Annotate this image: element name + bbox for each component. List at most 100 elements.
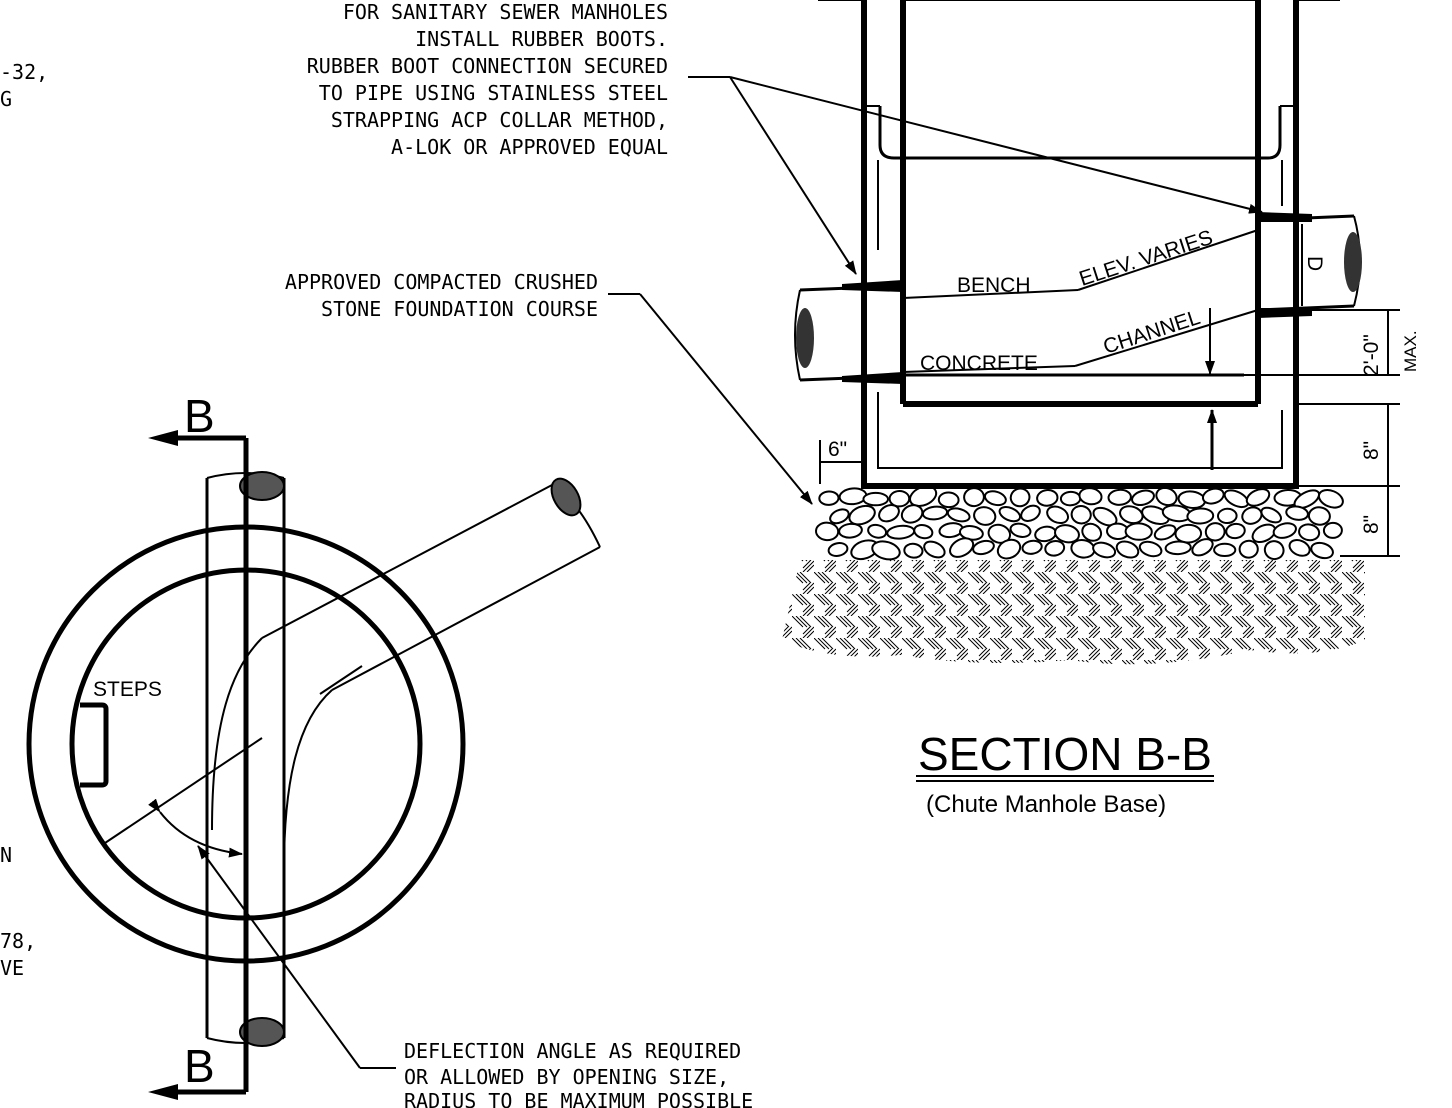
stone bbox=[1298, 523, 1321, 542]
stone bbox=[972, 539, 995, 556]
edge-note-3: N bbox=[0, 843, 12, 867]
rubber-boot-note-line-1: FOR SANITARY SEWER MANHOLES bbox=[343, 0, 668, 24]
stone bbox=[973, 506, 997, 526]
stone bbox=[1288, 539, 1311, 557]
stone bbox=[923, 540, 946, 559]
stone bbox=[878, 504, 900, 523]
stone bbox=[1272, 522, 1297, 539]
deflection-angle-arc bbox=[148, 798, 243, 858]
stone bbox=[1009, 522, 1032, 538]
deflection-note-line-2: OR ALLOWED BY OPENING SIZE, bbox=[404, 1065, 729, 1089]
stone bbox=[1124, 522, 1153, 541]
stone bbox=[1204, 522, 1226, 542]
native-soil-hatch bbox=[782, 560, 1365, 665]
stone bbox=[815, 521, 840, 542]
plan-view: STEPS B B bbox=[26, 390, 601, 1100]
stone bbox=[1092, 506, 1118, 527]
edge-note-4: 78, bbox=[0, 929, 36, 953]
stone bbox=[867, 523, 888, 539]
stone bbox=[946, 507, 971, 523]
stone bbox=[983, 490, 1007, 507]
bench-label: BENCH bbox=[957, 274, 1031, 297]
steps-label: STEPS bbox=[93, 678, 162, 701]
rubber-boot-note-line-6: A-LOK OR APPROVED EQUAL bbox=[391, 135, 668, 159]
clipped-left-notes: -32, G N 78, VE bbox=[0, 60, 48, 980]
right-dimensions bbox=[1244, 309, 1400, 557]
stone bbox=[827, 542, 849, 557]
foundation-note-line-1: APPROVED COMPACTED CRUSHED bbox=[285, 270, 598, 294]
stone bbox=[1070, 504, 1092, 525]
slab-thickness-label: 8" bbox=[1360, 441, 1383, 460]
pipe-end-hatch-top bbox=[239, 471, 285, 501]
stone bbox=[1119, 505, 1144, 525]
stone bbox=[987, 523, 1012, 544]
max-word-label: MAX. bbox=[1401, 330, 1420, 372]
stone bbox=[996, 538, 1022, 560]
channel-label: CHANNEL bbox=[1100, 306, 1203, 359]
stone bbox=[1238, 539, 1259, 559]
rubber-boot-note-line-4: TO PIPE USING STAINLESS STEEL bbox=[319, 81, 668, 105]
rubber-boot-note-line-2: INSTALL RUBBER BOOTS. bbox=[415, 27, 668, 51]
deflection-note-line-1: DEFLECTION ANGLE AS REQUIRED bbox=[404, 1039, 741, 1063]
stone bbox=[949, 537, 975, 558]
stone bbox=[937, 491, 960, 509]
foundation-note: APPROVED COMPACTED CRUSHED STONE FOUNDAT… bbox=[285, 270, 598, 321]
stone bbox=[1225, 522, 1246, 540]
stone bbox=[1285, 505, 1309, 521]
bench-channel bbox=[902, 229, 1259, 377]
stone bbox=[1245, 488, 1271, 507]
stone bbox=[1322, 521, 1343, 539]
stone bbox=[1307, 506, 1331, 526]
stone bbox=[1107, 488, 1132, 506]
stone bbox=[862, 491, 890, 507]
stone bbox=[903, 542, 924, 559]
deflection-note-line-3: RADIUS TO BE MAXIMUM POSSIBLE bbox=[404, 1089, 753, 1108]
max-depth-dim-label: 2'-0" bbox=[1360, 334, 1383, 376]
stone bbox=[913, 524, 934, 540]
foundation-note-line-2: STONE FOUNDATION COURSE bbox=[321, 297, 598, 321]
edge-note-5: VE bbox=[0, 956, 24, 980]
inlet-pipe-right bbox=[1257, 212, 1362, 318]
stone bbox=[1201, 487, 1225, 505]
section-cut-line bbox=[148, 430, 249, 1100]
angled-pipe bbox=[101, 477, 601, 871]
stone bbox=[818, 490, 840, 506]
rubber-boot-note: FOR SANITARY SEWER MANHOLES INSTALL RUBB… bbox=[307, 0, 668, 159]
stone bbox=[1186, 507, 1215, 525]
stone bbox=[1131, 489, 1155, 507]
foundation-leader bbox=[608, 293, 813, 505]
stone bbox=[1081, 522, 1103, 542]
stone bbox=[900, 504, 924, 524]
concrete-label: CONCRETE bbox=[920, 352, 1038, 375]
crushed-stone bbox=[815, 485, 1344, 561]
stone bbox=[848, 504, 876, 526]
stone bbox=[1174, 523, 1203, 544]
stone bbox=[1044, 540, 1066, 557]
section-mark-bottom: B bbox=[184, 1040, 215, 1092]
stone bbox=[1046, 505, 1070, 525]
section-title: SECTION B-B bbox=[918, 728, 1212, 780]
angled-pipe-end-hatch bbox=[550, 477, 582, 517]
inlet-pipe-left bbox=[794, 280, 904, 384]
stone bbox=[1317, 489, 1344, 509]
stone bbox=[1260, 506, 1282, 524]
edge-note-2: G bbox=[0, 87, 12, 111]
stone bbox=[998, 506, 1022, 523]
stone bbox=[1164, 540, 1192, 556]
steps bbox=[80, 702, 109, 788]
stone bbox=[1191, 538, 1214, 557]
stone bbox=[1020, 504, 1041, 522]
deflection-note: DEFLECTION ANGLE AS REQUIRED OR ALLOWED … bbox=[404, 1039, 753, 1108]
section-subtitle: (Chute Manhole Base) bbox=[926, 791, 1166, 818]
stone bbox=[1213, 542, 1237, 558]
stone bbox=[1153, 524, 1177, 541]
stone bbox=[1115, 540, 1140, 559]
stone bbox=[1054, 524, 1080, 544]
section-view: BENCH ELEV. VARIES CONCRETE CHANNEL D 6"… bbox=[782, 0, 1420, 818]
edge-note-1: -32, bbox=[0, 60, 48, 84]
stone bbox=[1217, 507, 1238, 525]
section-mark-top: B bbox=[184, 390, 215, 442]
stone bbox=[1021, 539, 1043, 555]
stone bbox=[871, 540, 901, 561]
